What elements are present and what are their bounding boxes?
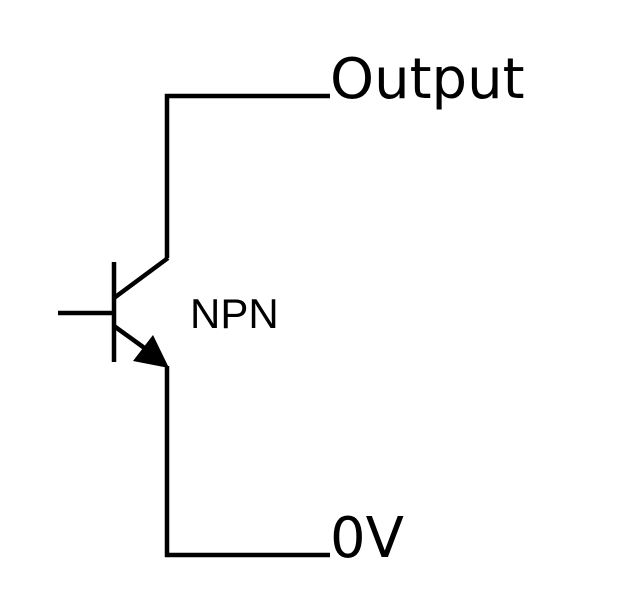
collector-lead — [112, 256, 170, 300]
ground-wire — [164, 366, 330, 558]
transistor-type-label: NPN — [190, 290, 279, 337]
ground-label: 0V — [330, 506, 404, 571]
output-wire — [164, 93, 330, 258]
output-label: Output — [330, 47, 525, 112]
emitter-arrow-icon — [133, 335, 169, 368]
